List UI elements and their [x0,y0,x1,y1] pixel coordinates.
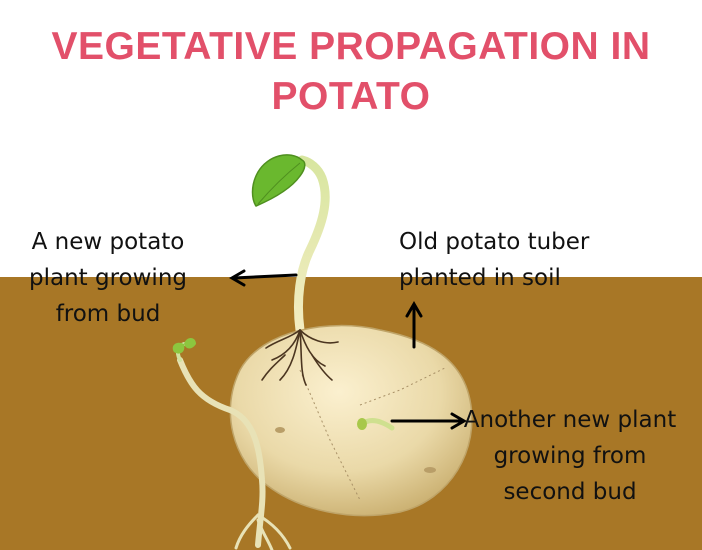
arrow-to-new-plant-label [229,269,298,287]
side-sprout-leaf-1 [172,342,185,354]
label-second-plant: Another new plant growing from second bu… [463,407,677,505]
arrow-to-old-tuber-label [405,301,423,349]
main-sprout-leaf [251,154,306,207]
main-sprout-stem [294,155,330,335]
label-new-plant-from-bud: A new potato plant growing from bud [29,229,187,327]
page-title: VEGETATIVE PROPAGATION IN POTATO [51,25,651,118]
arrow-to-second-plant-label [390,412,467,430]
label-old-tuber: Old potato tuber planted in soil [399,229,590,291]
side-sprout-leaf-2 [184,338,196,349]
side-sprout [175,342,292,550]
tuber-roots [261,329,339,386]
